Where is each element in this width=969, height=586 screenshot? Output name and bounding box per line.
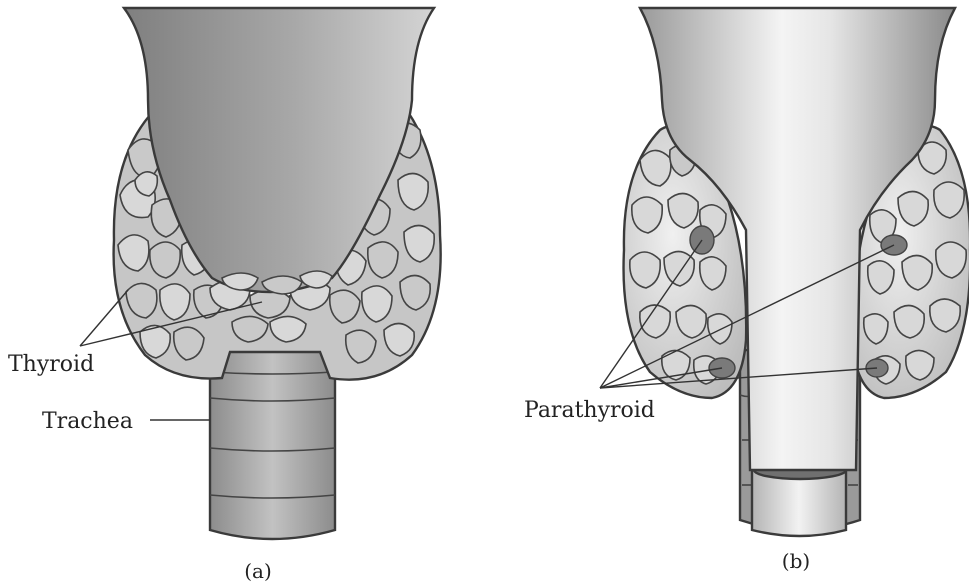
panel-b-caption: (b) [782, 549, 810, 573]
trachea-label: Trachea [42, 409, 133, 434]
parathyroid-label: Parathyroid [524, 398, 655, 423]
panel-a: Thyroid Trachea (a) [8, 8, 441, 583]
thyroid-label: Thyroid [8, 352, 94, 377]
panel-a-caption: (a) [244, 559, 272, 583]
panel-b: Parathyroid (b) [524, 8, 969, 573]
trachea-a [210, 345, 335, 539]
